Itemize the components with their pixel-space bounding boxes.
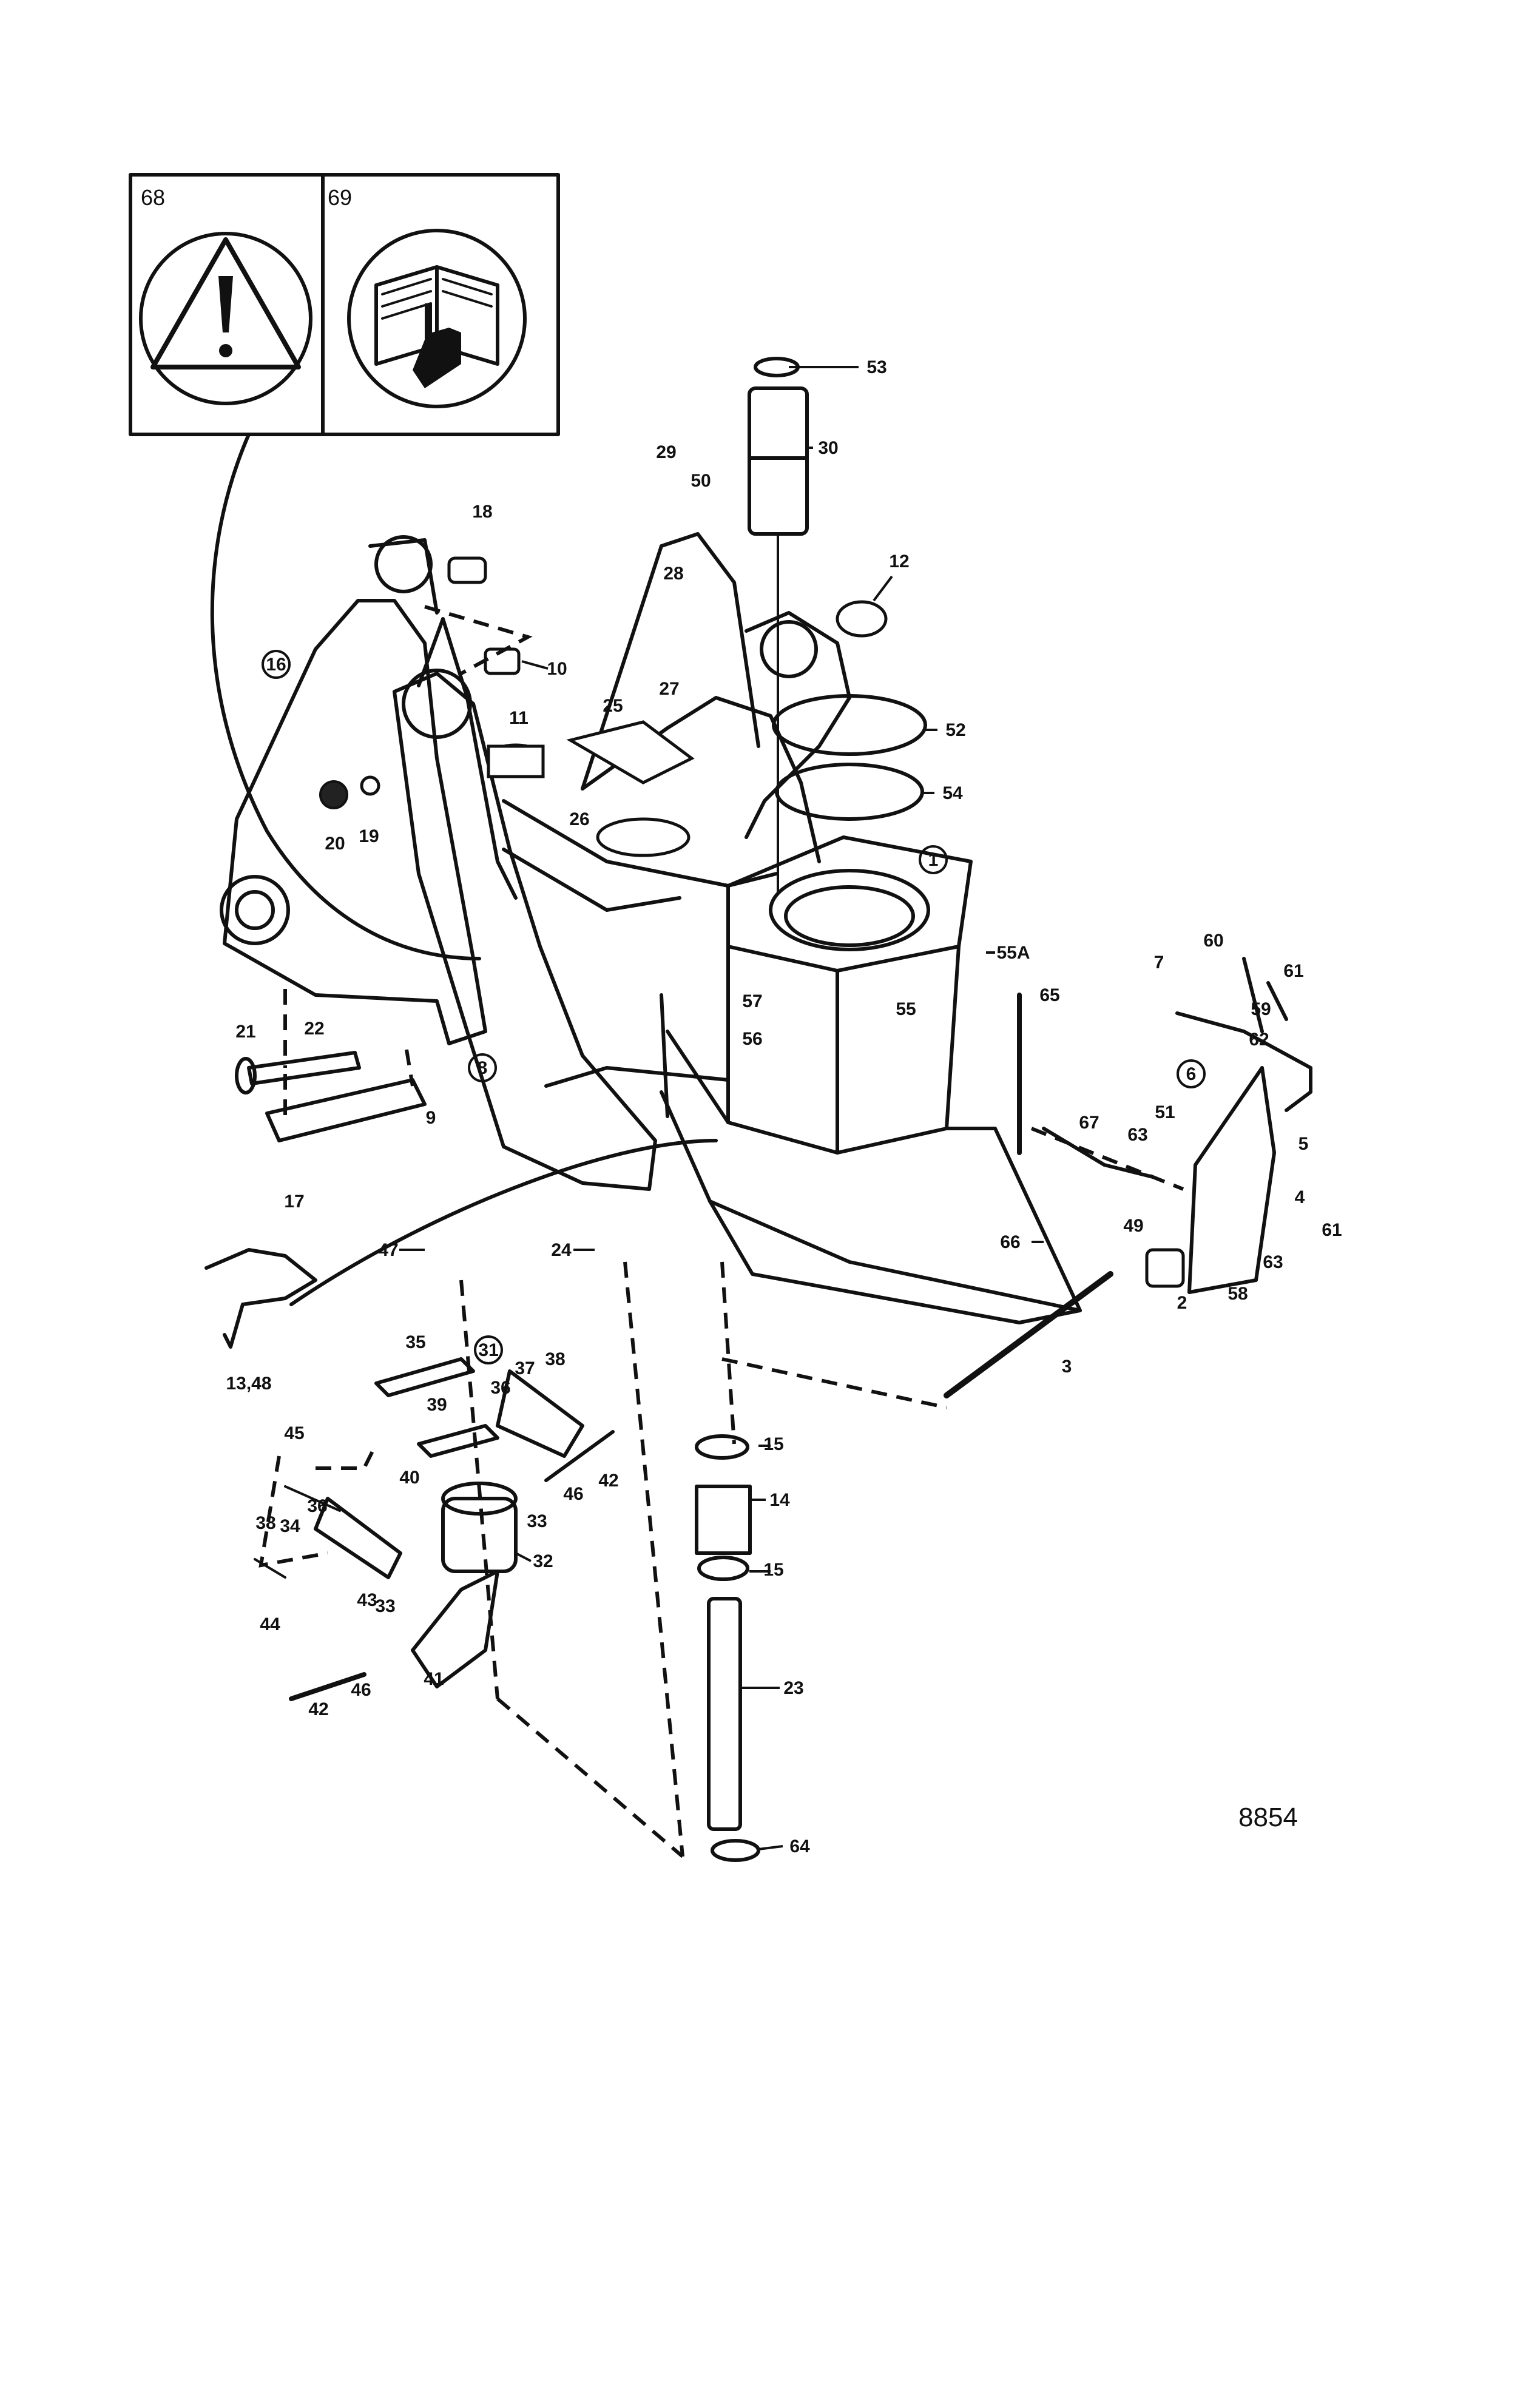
manual-hand-icon (347, 229, 527, 408)
part-label-45: 45 (284, 1423, 304, 1443)
part-label-18: 18 (472, 502, 492, 522)
part-label-64: 64 (789, 1836, 810, 1857)
part-label-3: 3 (1062, 1357, 1072, 1377)
part-label-42a: 42 (598, 1471, 618, 1491)
part-label-59: 59 (1251, 999, 1271, 1019)
part-label-33b: 33 (375, 1596, 395, 1616)
part-label-14: 14 (769, 1490, 790, 1510)
part-label-57: 57 (742, 991, 762, 1011)
part-label-37: 37 (515, 1358, 535, 1378)
symbol-number-69: 69 (328, 185, 352, 210)
part-label-44: 44 (260, 1614, 280, 1634)
part-label-49: 49 (1123, 1216, 1143, 1236)
part-label-24: 24 (551, 1240, 572, 1260)
part-label-28: 28 (663, 564, 683, 584)
callout-line (210, 433, 481, 960)
part-label-52: 52 (945, 720, 965, 740)
part-label-40: 40 (399, 1468, 419, 1488)
bracket-assembly (204, 357, 1312, 1862)
part-label-6: 6 (1186, 1064, 1197, 1084)
part-label-27: 27 (659, 679, 679, 699)
part-label-13-48: 13,48 (226, 1374, 271, 1394)
part-label-58: 58 (1228, 1284, 1248, 1304)
part-label-65: 65 (1039, 985, 1059, 1005)
part-label-34: 34 (280, 1516, 300, 1536)
part-label-31: 31 (478, 1340, 498, 1360)
part-label-63b: 63 (1263, 1252, 1283, 1272)
part-label-41: 41 (424, 1669, 444, 1689)
part-label-33a: 33 (527, 1511, 547, 1531)
part-label-10: 10 (547, 659, 567, 679)
part-label-39: 39 (427, 1395, 447, 1415)
part-label-54: 54 (942, 783, 963, 803)
part-label-61b: 61 (1322, 1220, 1342, 1240)
part-label-5: 5 (1298, 1134, 1309, 1154)
part-label-46a: 46 (563, 1484, 583, 1504)
part-label-62: 62 (1249, 1030, 1269, 1050)
part-label-16: 16 (266, 655, 286, 675)
part-label-38a: 38 (545, 1349, 565, 1369)
part-label-30: 30 (818, 438, 838, 458)
part-label-21: 21 (235, 1022, 255, 1042)
part-label-2: 2 (1177, 1293, 1187, 1313)
part-label-47: 47 (378, 1240, 398, 1260)
part-label-15b: 15 (763, 1560, 783, 1580)
part-label-9: 9 (426, 1108, 436, 1128)
part-label-46b: 46 (351, 1680, 371, 1700)
part-label-20: 20 (325, 834, 345, 854)
part-label-7: 7 (1154, 953, 1164, 973)
part-label-19: 19 (359, 826, 379, 846)
symbol-box: 68 69 (129, 173, 560, 960)
part-label-38b: 38 (255, 1513, 275, 1533)
part-label-42b: 42 (308, 1699, 328, 1719)
part-label-60: 60 (1203, 931, 1223, 951)
part-label-51: 51 (1155, 1102, 1175, 1122)
part-label-36a: 36 (490, 1378, 510, 1398)
part-label-66: 66 (1000, 1232, 1020, 1252)
warning-triangle-icon (139, 232, 312, 405)
part-label-15a: 15 (763, 1434, 783, 1454)
part-labels: 1 2 3 4 5 6 7 8 9 10 11 12 13,48 14 15 1… (226, 357, 1342, 1857)
part-label-43: 43 (357, 1590, 377, 1610)
part-label-53: 53 (866, 357, 886, 377)
part-label-50: 50 (691, 471, 711, 491)
part-label-55a: 55A (996, 943, 1030, 963)
part-label-12: 12 (889, 551, 909, 572)
part-label-23: 23 (783, 1678, 803, 1698)
part-label-22: 22 (304, 1019, 324, 1039)
part-label-35: 35 (405, 1332, 425, 1352)
part-label-32: 32 (533, 1551, 553, 1571)
part-label-17: 17 (284, 1192, 304, 1212)
part-label-67: 67 (1079, 1113, 1099, 1133)
part-label-29: 29 (656, 442, 676, 462)
drawing-number: 8854 (1238, 1803, 1298, 1832)
part-label-61a: 61 (1283, 961, 1303, 981)
part-label-8: 8 (478, 1058, 488, 1078)
part-label-36b: 36 (307, 1496, 327, 1516)
part-label-1: 1 (928, 850, 939, 870)
symbol-number-68: 68 (141, 185, 165, 210)
part-label-55: 55 (896, 999, 916, 1019)
part-label-4: 4 (1295, 1187, 1305, 1207)
part-label-63a: 63 (1127, 1125, 1147, 1145)
part-label-26: 26 (569, 809, 589, 829)
part-label-11: 11 (509, 708, 528, 728)
part-label-56: 56 (742, 1029, 762, 1049)
part-label-25: 25 (603, 696, 623, 716)
